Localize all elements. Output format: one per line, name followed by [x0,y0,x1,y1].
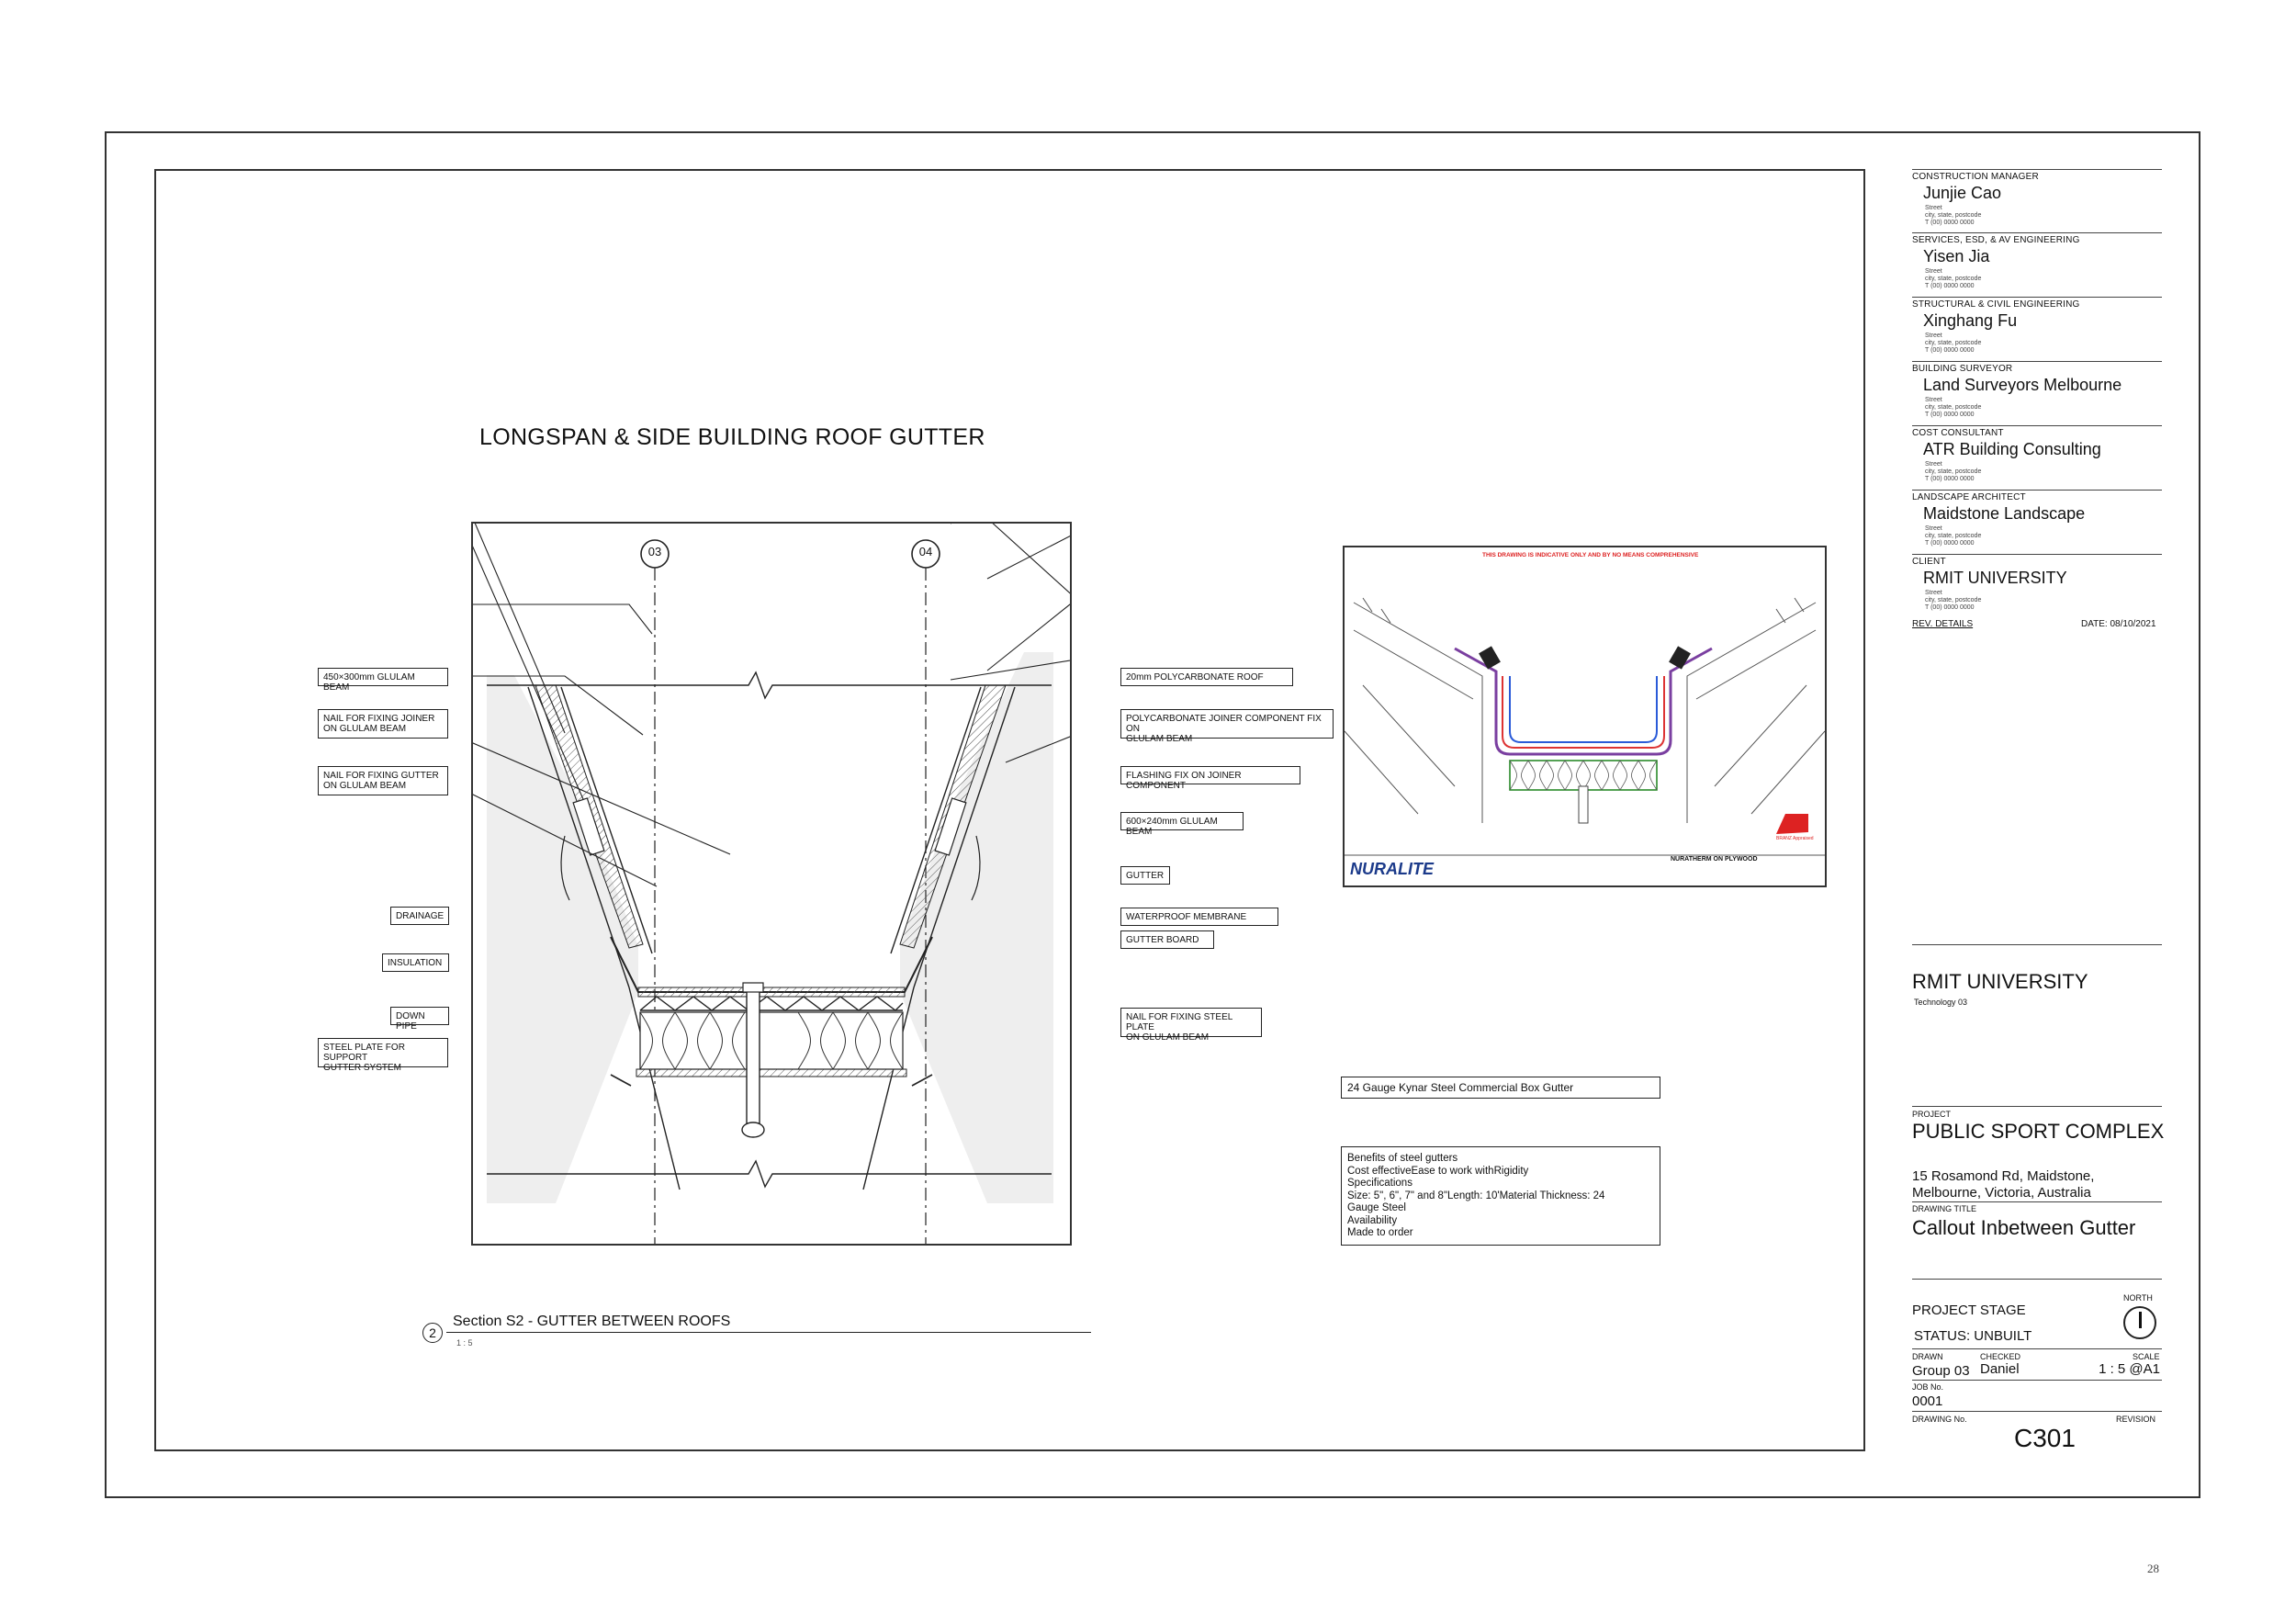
benefits-line: Availability [1347,1214,1398,1226]
status: STATUS: UNBUILT [1914,1328,2032,1344]
section-number-bubble: 2 [422,1323,443,1343]
label-gutter-board: GUTTER BOARD [1120,930,1214,949]
checked-label: CHECKED [1980,1352,2021,1361]
consultant-name: Xinghang Fu [1923,311,2018,330]
consultant-role: STRUCTURAL & CIVIL ENGINEERING [1912,299,2080,310]
section-scale: 1 : 5 [456,1338,473,1348]
project-name: PUBLIC SPORT COMPLEX [1912,1120,2165,1143]
consultant-role: COST CONSULTANT [1912,428,2004,438]
north-arrow-icon [2123,1306,2156,1339]
course-name: Technology 03 [1914,998,1968,1007]
benefits-line: Size: 5", 6", 7" and 8"Length: 10'Materi… [1347,1190,1605,1201]
gutter-section-svg [436,426,1208,1244]
org-name: RMIT UNIVERSITY [1912,970,2088,993]
page-number: 28 [2147,1562,2159,1575]
drawing-title-label: DRAWING TITLE [1912,1204,1977,1213]
sheet-outer-border [105,131,2200,1498]
benefits-line: Made to order [1347,1227,1413,1238]
gutter-caption: 24 Gauge Kynar Steel Commercial Box Gutt… [1341,1077,1660,1099]
consultant-role: BUILDING SURVEYOR [1912,364,2013,374]
job-number: 0001 [1912,1393,1943,1409]
project-label: PROJECT [1912,1110,1952,1119]
reference-detail-svg [1344,597,1826,856]
label-nail-fixing-joiner: NAIL FOR FIXING JOINER ON GLULAM BEAM [318,709,448,739]
drawing-number: C301 [2014,1424,2076,1452]
label-glulam-beam-600: 600×240mm GLULAM BEAM [1120,812,1244,837]
label-polycarbonate-joiner: POLYCARBONATE JOINER COMPONENT FIX ON GL… [1120,709,1334,744]
branz-badge: BRANZ Appraised [1776,836,1814,841]
reference-detail-image: THIS DRAWING IS INDICATIVE ONLY AND BY N… [1343,546,1827,887]
gridline-label-04: 04 [918,545,933,558]
consultant-name: RMIT UNIVERSITY [1923,569,2067,587]
project-address-2: Melbourne, Victoria, Australia [1912,1185,2091,1201]
label-glulam-beam-450: 450×300mm GLULAM BEAM [318,668,448,693]
drawing-area-border [154,169,1865,1451]
consultant-role: CLIENT [1912,557,1946,567]
project-stage: PROJECT STAGE [1912,1303,2026,1318]
label-steel-plate: STEEL PLATE FOR SUPPORT GUTTER SYSTEM [318,1038,448,1073]
consultant-role: LANDSCAPE ARCHITECT [1912,492,2026,502]
reference-warning: THIS DRAWING IS INDICATIVE ONLY AND BY N… [1482,552,1699,558]
drawing-no-label: DRAWING No. [1912,1415,1967,1424]
label-drainage: DRAINAGE [390,907,449,925]
consultant-name: Maidstone Landscape [1923,504,2086,523]
consultant-role: SERVICES, ESD, & AV ENGINEERING [1912,235,2080,245]
consultant-structural: STRUCTURAL & CIVIL ENGINEERING Xinghang … [1912,297,2162,355]
scale-value: 1 : 5 @A1 [2099,1361,2160,1377]
revision-label: REVISION [2116,1415,2156,1424]
drawn-label: DRAWN [1912,1352,1943,1361]
label-gutter: GUTTER [1120,866,1170,885]
scale-label: SCALE [2133,1352,2160,1361]
consultant-name: Junjie Cao [1923,184,2002,202]
label-nail-steel-plate: NAIL FOR FIXING STEEL PLATE ON GLULAM BE… [1120,1008,1262,1043]
rev-details: REV. DETAILS [1912,619,1974,629]
north-label: NORTH [2123,1293,2153,1303]
consultant-name: Yisen Jia [1923,247,1990,265]
consultant-surveyor: BUILDING SURVEYOR Land Surveyors Melbour… [1912,361,2162,419]
benefits-line: Gauge Steel [1347,1202,1406,1213]
consultant-name: ATR Building Consulting [1923,440,2101,458]
consultant-cost: COST CONSULTANT ATR Building Consulting … [1912,425,2162,483]
gridline-label-03: 03 [647,545,662,558]
date: DATE: 08/10/2021 [2081,619,2156,629]
consultant-landscape: LANDSCAPE ARCHITECT Maidstone Landscape … [1912,490,2162,547]
benefits-line: Specifications [1347,1178,1412,1189]
label-nail-fixing-gutter: NAIL FOR FIXING GUTTER ON GLULAM BEAM [318,766,448,795]
section-title-underline [446,1332,1091,1333]
drawing-title: LONGSPAN & SIDE BUILDING ROOF GUTTER [479,424,985,450]
consultant-name: Land Surveyors Melbourne [1923,376,2122,394]
drawing-title-value: Callout Inbetween Gutter [1912,1216,2136,1239]
label-down-pipe: DOWN PIPE [390,1007,449,1032]
benefits-line: Cost effectiveEase to work withRigidity [1347,1165,1529,1177]
project-address-1: 15 Rosamond Rd, Maidstone, [1912,1168,2095,1184]
label-insulation: INSULATION [382,953,449,972]
checked-by: Daniel [1980,1361,2020,1377]
benefits-line: Benefits of steel gutters [1347,1153,1458,1164]
label-polycarbonate-roof: 20mm POLYCARBONATE ROOF [1120,668,1293,686]
reference-product: NURATHERM ON PLYWOOD [1671,856,1758,863]
section-drawing: 03 04 [436,426,1208,1246]
consultant-services: SERVICES, ESD, & AV ENGINEERING Yisen Ji… [1912,232,2162,290]
consultant-role: CONSTRUCTION MANAGER [1912,172,2039,182]
label-waterproof-membrane: WATERPROOF MEMBRANE [1120,908,1278,926]
drawn-by: Group 03 [1912,1363,1970,1379]
label-flashing: FLASHING FIX ON JOINER COMPONENT [1120,766,1300,791]
job-label: JOB No. [1912,1382,1944,1392]
section-title: Section S2 - GUTTER BETWEEN ROOFS [453,1314,731,1329]
nuralite-logo: NURALITE [1350,860,1434,878]
benefits-note: Benefits of steel gutters Cost effective… [1341,1146,1660,1246]
